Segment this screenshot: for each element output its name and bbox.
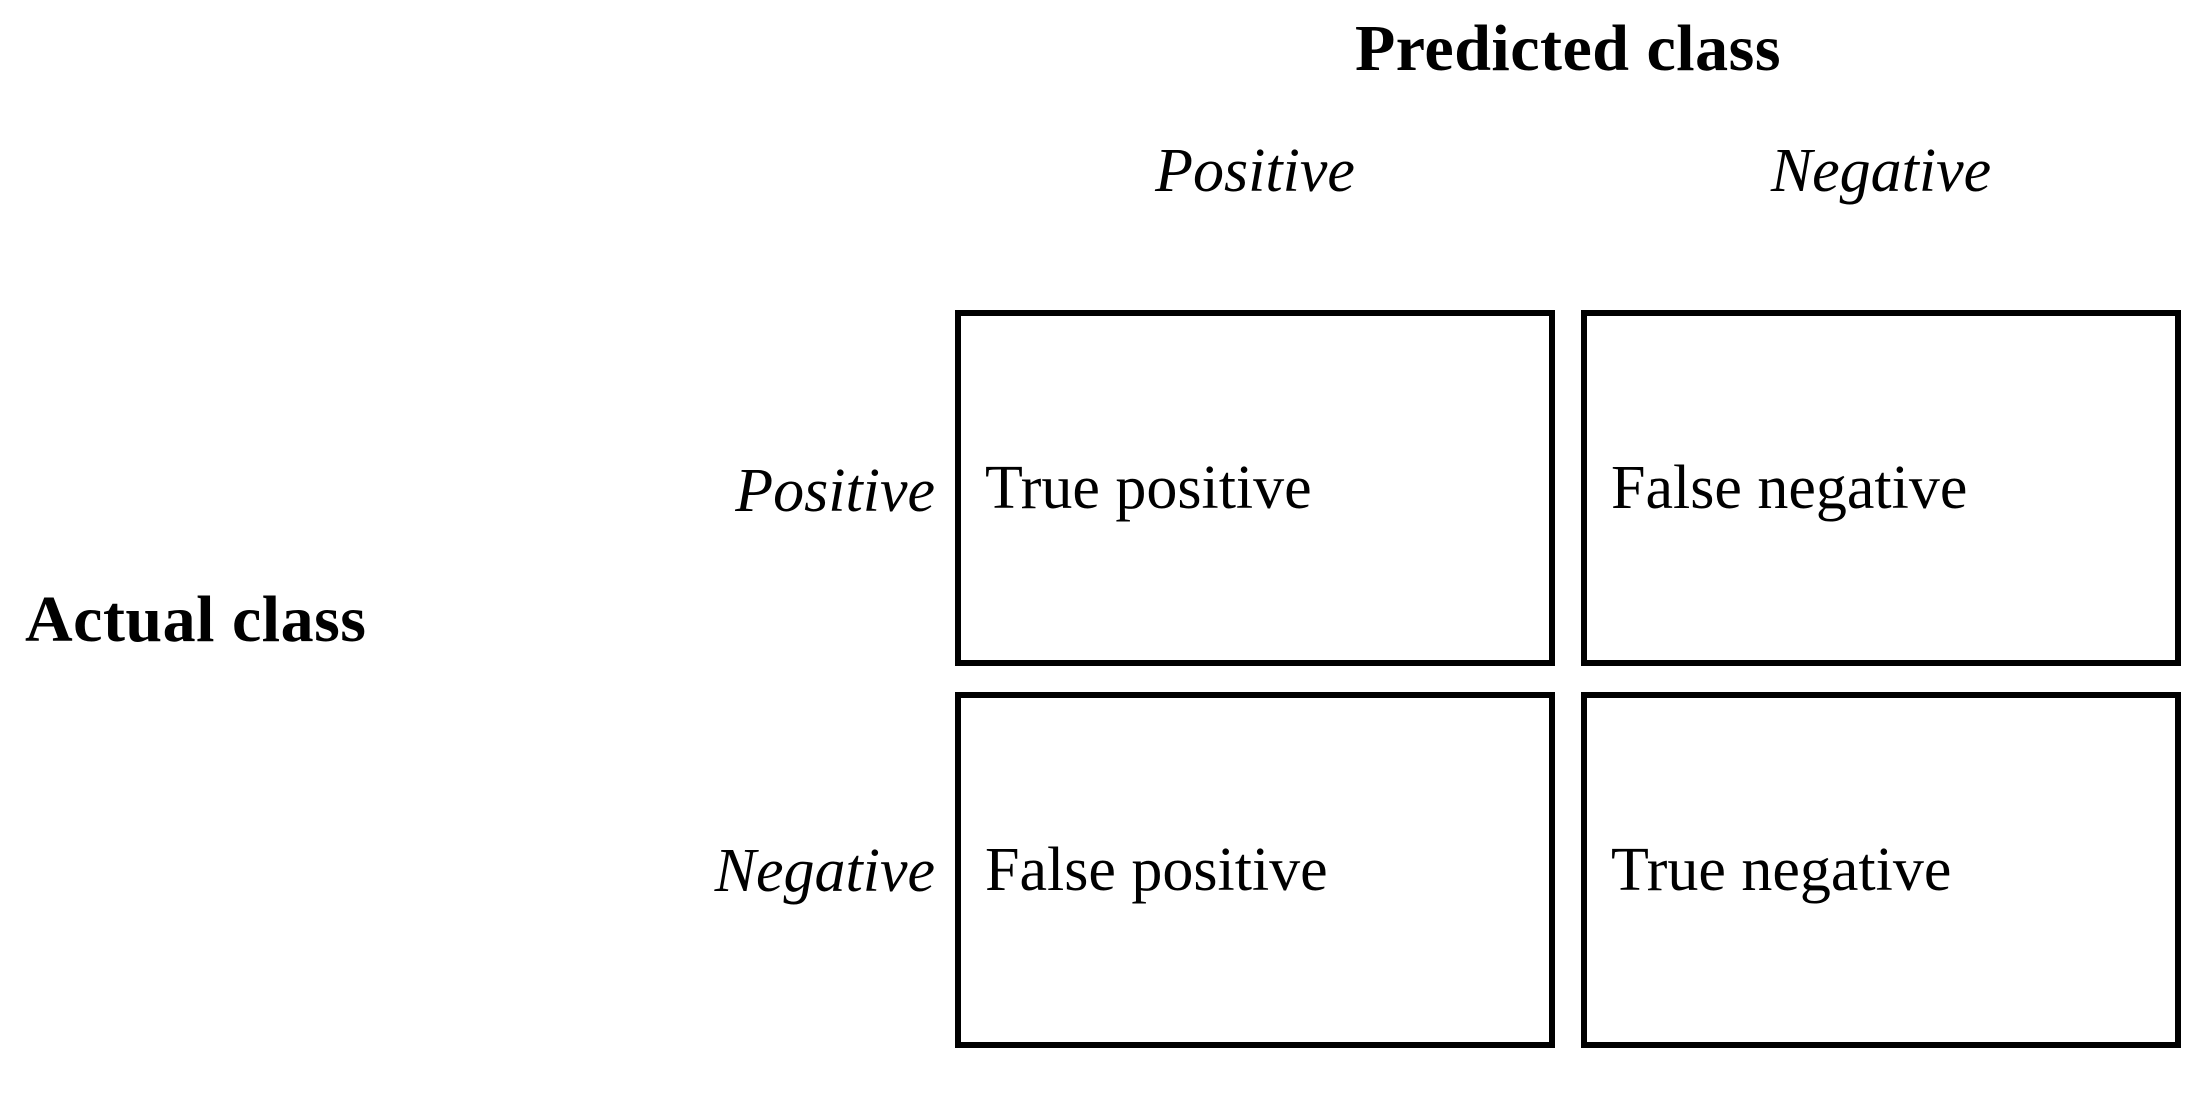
column-header-negative: Negative (1770, 137, 1992, 205)
predicted-class-title: Predicted class (1354, 12, 1782, 85)
matrix-cell-true-positive: True positive (955, 310, 1555, 666)
matrix-cell-label: True positive (985, 454, 1312, 522)
actual-class-title: Actual class (25, 583, 367, 656)
matrix-cell-label: True negative (1611, 836, 1952, 904)
row-header-positive: Positive (735, 457, 935, 525)
row-header-negative: Negative (714, 837, 935, 905)
matrix-cell-label: False positive (985, 836, 1328, 904)
matrix-cell-label: False negative (1611, 454, 1968, 522)
column-header-positive: Positive (1155, 137, 1355, 205)
matrix-cell-false-negative: False negative (1581, 310, 2181, 666)
matrix-cell-false-positive: False positive (955, 692, 1555, 1048)
matrix-cell-true-negative: True negative (1581, 692, 2181, 1048)
